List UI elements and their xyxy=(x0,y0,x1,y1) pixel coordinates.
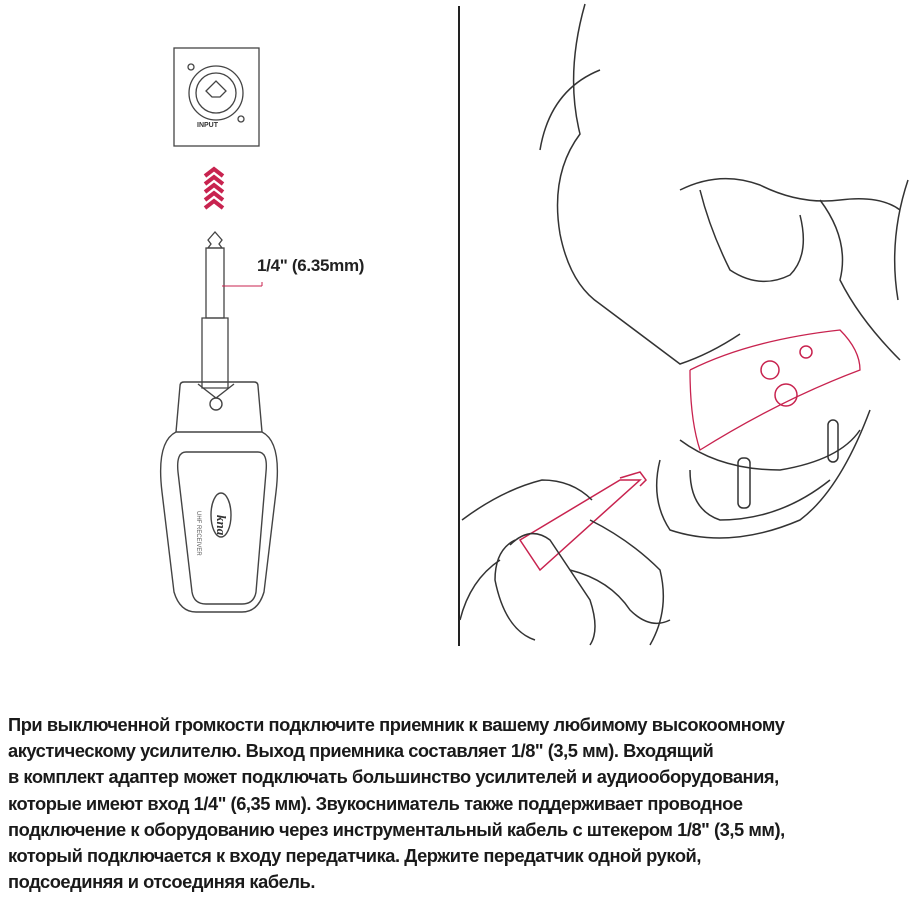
instruction-line: в комплект адаптер может подключать боль… xyxy=(8,766,779,788)
hand-holding-transmitter-illustration xyxy=(459,3,909,646)
instruction-line: подключение к оборудованию через инструм… xyxy=(8,818,785,840)
svg-text:UHF RECEIVER: UHF RECEIVER xyxy=(195,511,201,556)
plug-size-label: 1/4" (6.35mm) xyxy=(257,256,365,275)
instruction-line: который подключается к входу передатчика… xyxy=(8,845,701,867)
receiver-device-icon: kna UHF RECEIVER xyxy=(159,381,279,613)
instruction-line: При выключенной громкости подключите при… xyxy=(8,714,785,735)
instruction-line: подсоединяя и отсоединяя кабель. xyxy=(8,871,315,893)
quarter-inch-plug-icon xyxy=(201,231,263,389)
instruction-line: которые имеют вход 1/4" (6,35 мм). Звуко… xyxy=(8,792,743,814)
instructions-paragraph: При выключенной громкости подключите при… xyxy=(8,712,918,895)
amp-input-jack-icon xyxy=(173,47,260,147)
insert-arrow-icon xyxy=(203,166,225,210)
connection-illustration: kna UHF RECEIVER xyxy=(159,3,909,646)
input-jack-label: INPUT xyxy=(197,122,218,129)
instruction-line: акустическому усилителю. Выход приемника… xyxy=(8,740,714,762)
svg-text:kna: kna xyxy=(214,515,229,536)
